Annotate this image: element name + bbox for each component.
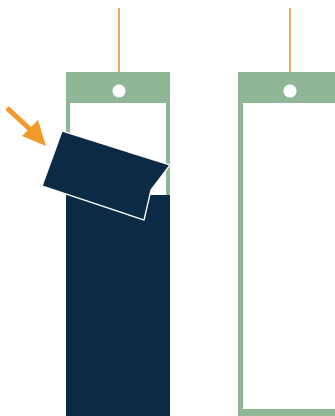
arrow-shaft	[5, 106, 35, 134]
tag-empty	[238, 8, 335, 416]
tag-covered	[41, 8, 171, 416]
cover-flap	[41, 130, 171, 221]
arrow-head	[22, 120, 46, 146]
cover-panel	[66, 195, 170, 416]
tag-empty-hole	[283, 84, 297, 98]
tag-empty-inner	[243, 103, 335, 409]
arrow-down-right-icon	[5, 106, 46, 146]
tag-covered-hole	[112, 84, 126, 98]
